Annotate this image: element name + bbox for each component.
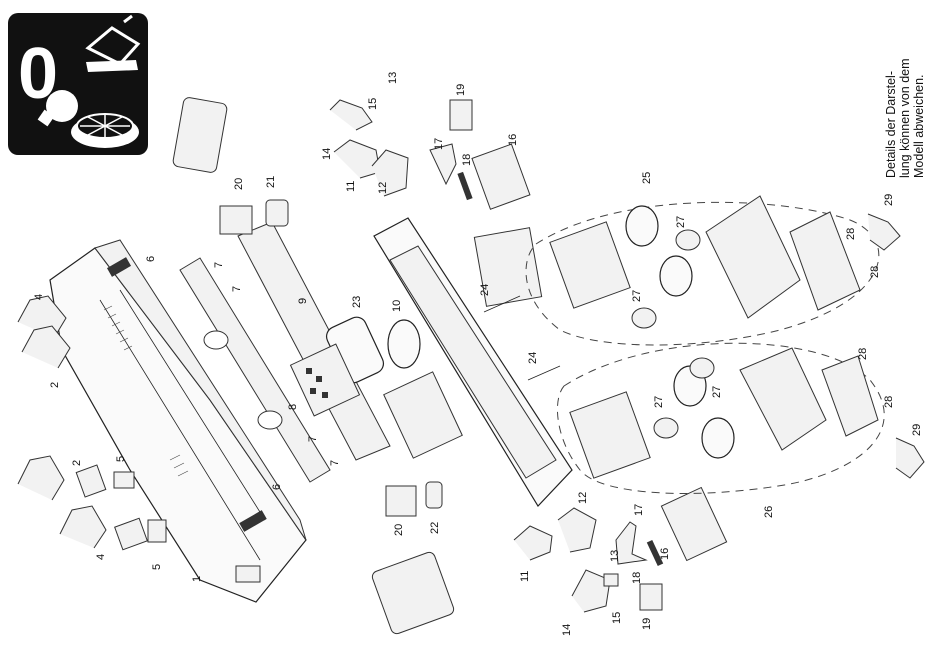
label-19: 19 [455,84,467,96]
label-8: 8 [287,404,299,410]
label-5: 5 [151,564,163,570]
label-7: 7 [231,286,243,292]
label-15: 15 [611,612,623,624]
label-13: 13 [387,72,399,84]
label-10: 10 [391,300,403,312]
label-17: 17 [433,138,445,150]
label-27: 27 [631,290,643,302]
label-17: 17 [633,504,645,516]
label-25: 25 [641,172,653,184]
label-11: 11 [519,571,531,582]
label-6: 6 [145,256,157,262]
label-14: 14 [561,624,573,636]
label-7: 7 [307,436,319,442]
bogie-group-lower [557,343,884,493]
label-5: 5 [115,456,127,462]
label-6: 6 [271,484,283,490]
label-4: 4 [95,554,107,560]
label-7: 7 [213,262,225,268]
label-24: 24 [527,352,539,364]
label-29: 29 [883,194,895,206]
label-20: 20 [233,178,245,190]
label-28: 28 [883,396,895,408]
label-15: 15 [367,98,379,110]
label-24: 24 [479,284,491,296]
label-28: 28 [845,228,857,240]
label-1: 1 [191,576,203,582]
label-7: 7 [329,460,341,466]
label-16: 16 [507,134,519,146]
disclaimer-note: Details der Darstel- lung können von dem… [884,8,926,178]
label-28: 28 [869,266,881,278]
label-22: 22 [429,522,441,534]
label-27: 27 [653,396,665,408]
label-2: 2 [71,460,83,466]
label-23: 23 [351,296,363,308]
label-26: 26 [763,506,775,518]
wheel-icon [71,114,139,148]
label-19: 19 [641,618,653,630]
label-13: 13 [609,550,621,562]
label-18: 18 [461,154,473,166]
label-14: 14 [321,148,333,160]
label-11: 11 [345,181,357,192]
label-27: 27 [675,216,687,228]
label-9: 9 [297,298,309,304]
label-12: 12 [577,492,589,504]
label-28: 28 [857,348,869,360]
label-21: 21 [265,176,277,188]
service-icon-panel: 0 [8,13,148,155]
bogie-group-upper [526,196,879,345]
label-4: 4 [33,294,45,300]
top-small-parts [330,100,530,209]
label-29: 29 [911,424,923,436]
label-18: 18 [631,572,643,584]
label-12: 12 [377,182,389,194]
label-2: 2 [49,382,61,388]
label-16: 16 [659,548,671,560]
label-20: 20 [393,524,405,536]
label-27: 27 [711,386,723,398]
